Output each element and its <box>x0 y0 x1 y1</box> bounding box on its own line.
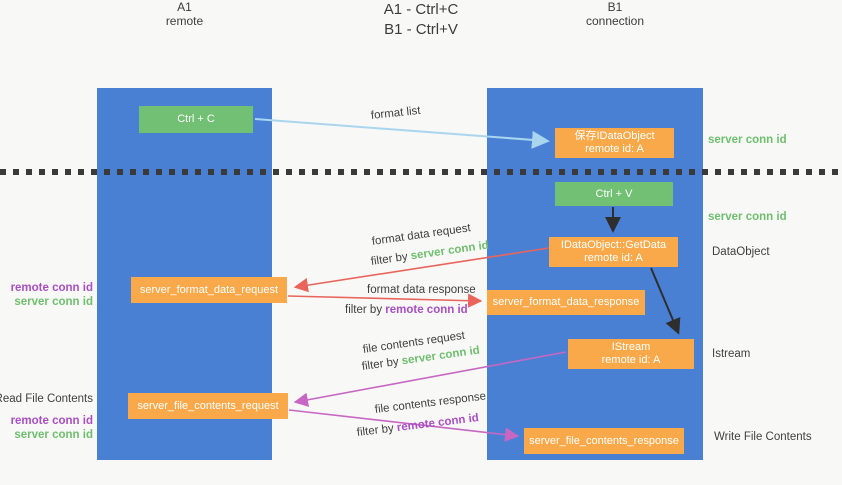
istream-line2: remote id: A <box>601 354 661 366</box>
remote-conn-id-key: remote conn id <box>385 304 468 316</box>
dataobject-label: DataObject <box>712 246 770 258</box>
getdata-line2: remote id: A <box>584 252 643 264</box>
read-file-contents-text: Read File Contents <box>0 393 93 405</box>
format-data-response-arrow-label: format data response <box>367 284 476 296</box>
server-format-data-response-node: server_format_data_response <box>487 290 645 315</box>
filter-by-text: filter by <box>361 355 403 373</box>
lifeline-a1-name: A1 <box>177 0 192 14</box>
ctrl-c-node: Ctrl + C <box>139 106 253 133</box>
remote-conn-id-text: remote conn id <box>10 415 93 427</box>
istream-node: IStream remote id: A <box>568 339 694 369</box>
remote-conn-id-label-format-left: remote conn id <box>0 278 93 296</box>
server-conn-id-label-format-left: server conn id <box>0 292 93 310</box>
lifeline-b1-subtitle: connection <box>585 14 645 28</box>
file-contents-response-filter-label: filter by remote conn id <box>356 412 479 440</box>
file-response-label: server_file_contents_response <box>529 434 679 447</box>
server-file-contents-request-node: server_file_contents_request <box>128 393 288 419</box>
server-conn-id-text: server conn id <box>14 429 93 441</box>
save-idataobject-node: 保存IDataObject remote id: A <box>555 128 674 158</box>
server-conn-id-text: server conn id <box>14 296 93 308</box>
file-request-label: server_file_contents_request <box>137 399 279 412</box>
save-idataobject-line2: remote id: A <box>585 143 644 155</box>
server-format-data-request-node: server_format_data_request <box>131 277 287 303</box>
title-line-1: A1 - Ctrl+C <box>383 1 459 18</box>
server-conn-id-key: server conn id <box>409 239 490 263</box>
diagram-title: A1 - Ctrl+C B1 - Ctrl+V <box>0 0 842 40</box>
ctrl-c-label: Ctrl + C <box>177 113 215 125</box>
getdata-line1: IDataObject::GetData <box>560 239 667 251</box>
format-data-response-filter-label: filter by remote conn id <box>345 304 468 317</box>
lifeline-header-b1: B1 connection <box>507 0 723 28</box>
phase-separator-dotted-line <box>0 169 842 175</box>
write-file-contents-label: Write File Contents <box>714 431 812 443</box>
istream-side-label: Istream <box>712 348 751 360</box>
filter-by-text: filter by <box>370 250 412 268</box>
save-idataobject-line1: 保存IDataObject <box>574 130 655 142</box>
remote-conn-id-text: remote conn id <box>10 282 93 294</box>
server-conn-id-label-top-right: server conn id <box>708 134 787 146</box>
format-response-label: server_format_data_response <box>492 296 640 308</box>
server-file-contents-response-node: server_file_contents_response <box>524 428 684 454</box>
remote-conn-id-key: remote conn id <box>396 412 480 435</box>
lifeline-b1-name: B1 <box>607 0 623 14</box>
lifeline-header-a1: A1 remote <box>97 0 272 28</box>
filter-by-text: filter by <box>356 422 398 439</box>
title-line-2: B1 - Ctrl+V <box>384 21 458 38</box>
server-conn-id-label-file-left: server conn id <box>0 425 93 443</box>
format-request-label: server_format_data_request <box>139 283 279 296</box>
read-file-contents-label: Read File Contents <box>0 389 93 407</box>
idataobject-getdata-node: IDataObject::GetData remote id: A <box>549 237 678 267</box>
server-conn-id-label-mid-right: server conn id <box>708 211 787 223</box>
format-list-arrow-label: format list <box>370 104 422 122</box>
lifeline-a1-subtitle: remote <box>165 14 204 28</box>
istream-line1: IStream <box>611 341 651 353</box>
filter-by-text: filter by <box>345 304 386 316</box>
ctrl-v-node: Ctrl + V <box>555 182 673 206</box>
ctrl-v-label: Ctrl + V <box>595 187 633 200</box>
remote-conn-id-label-file-left: remote conn id <box>0 411 93 429</box>
